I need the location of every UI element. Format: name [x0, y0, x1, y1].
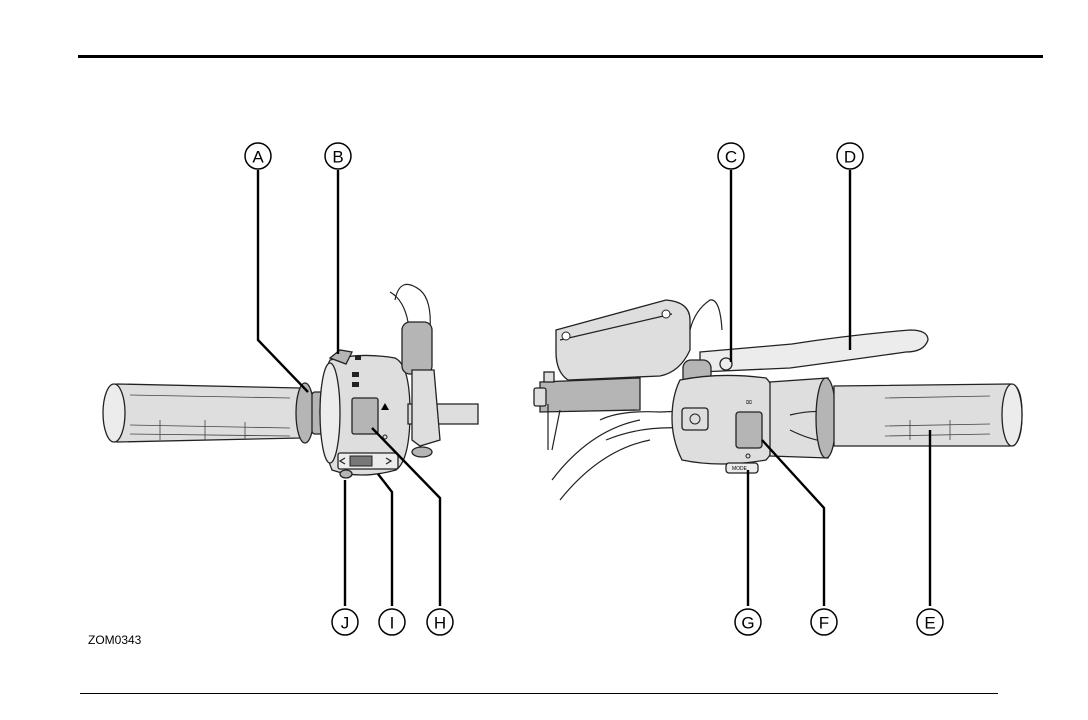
svg-text:E: E: [924, 614, 935, 633]
brake-lever: [700, 330, 928, 372]
svg-text:C: C: [725, 148, 737, 167]
callout-d: D: [837, 143, 863, 169]
callout-f: F: [811, 609, 837, 635]
footer-rule: [80, 693, 998, 694]
callout-a: A: [245, 143, 271, 169]
start-stop-switch: [736, 412, 762, 448]
horn-button: [340, 470, 352, 478]
svg-text:A: A: [252, 148, 264, 167]
callout-c: C: [718, 143, 744, 169]
left-grip-end: [103, 384, 125, 442]
callout-g: G: [735, 609, 761, 635]
left-handlebar: [103, 284, 478, 478]
svg-text:D: D: [844, 148, 856, 167]
svg-text:G: G: [741, 614, 754, 633]
svg-text:⌧: ⌧: [746, 400, 752, 406]
svg-text:I: I: [390, 614, 395, 633]
figure-code: ZOM0343: [88, 633, 141, 647]
throttle-grip: [834, 384, 1022, 446]
callout-b: B: [325, 143, 351, 169]
svg-text:MODE: MODE: [732, 466, 748, 472]
svg-text:F: F: [819, 614, 829, 633]
svg-text:H: H: [434, 614, 446, 633]
svg-text:J: J: [341, 614, 350, 633]
callout-h: H: [427, 609, 453, 635]
callout-e: E: [917, 609, 943, 635]
callout-j: J: [332, 609, 358, 635]
right-handlebar: ⌧ MODE: [534, 300, 1022, 500]
left-grip: [104, 384, 312, 442]
callout-i: I: [379, 609, 405, 635]
svg-text:B: B: [332, 148, 343, 167]
